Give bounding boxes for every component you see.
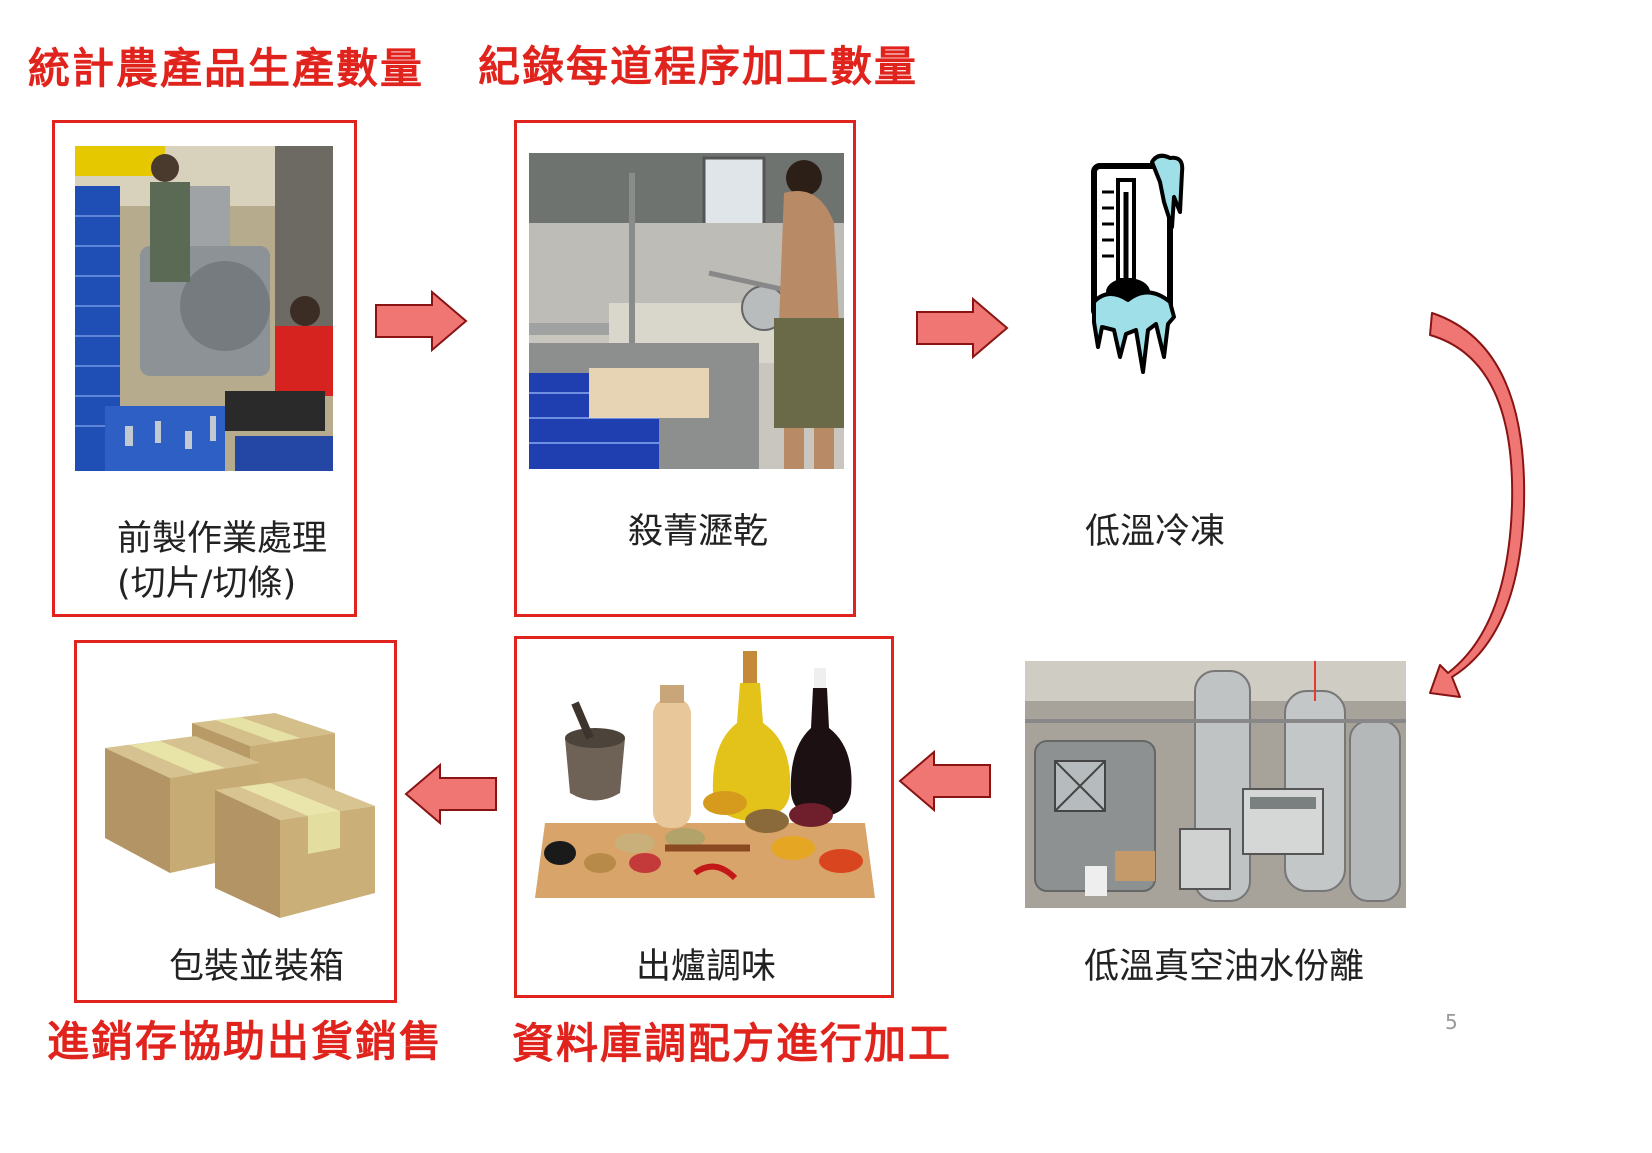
title-recipe-database: 資料庫調配方進行加工 <box>512 1019 953 1068</box>
step-pack-box <box>74 640 397 1003</box>
preprocess-sublabel: (切片/切條) <box>117 564 297 604</box>
season-photo <box>535 643 875 898</box>
box-icon <box>105 713 375 918</box>
block-arrow-icon <box>375 290 468 352</box>
title-record-processing: 紀錄每道程序加工數量 <box>478 42 919 91</box>
vacuum-photo <box>1025 661 1406 908</box>
block-arrow-icon <box>404 763 497 825</box>
preprocess-label: 前製作業處理 <box>117 519 328 559</box>
page-number: 5 <box>1445 1010 1458 1034</box>
step-blanch-box <box>514 120 856 617</box>
block-arrow-icon <box>916 297 1009 359</box>
blanch-photo <box>529 153 844 469</box>
vacuum-label: 低溫真空油水份離 <box>1084 947 1365 987</box>
freeze-label: 低溫冷凍 <box>1085 512 1226 552</box>
title-inventory-sales: 進銷存協助出貨銷售 <box>47 1017 444 1066</box>
curved-arrow-icon <box>1429 312 1526 698</box>
pack-label: 包裝並裝箱 <box>169 947 345 987</box>
title-count-production: 統計農產品生產數量 <box>28 44 425 93</box>
season-label: 出爐調味 <box>636 947 777 987</box>
step-season-box <box>514 636 894 998</box>
thermometer-ice-icon <box>1091 153 1185 374</box>
block-arrow-icon <box>898 750 991 812</box>
preprocess-photo <box>75 146 333 471</box>
blanch-label: 殺菁瀝乾 <box>628 512 769 552</box>
step-preprocess-box <box>52 120 357 617</box>
